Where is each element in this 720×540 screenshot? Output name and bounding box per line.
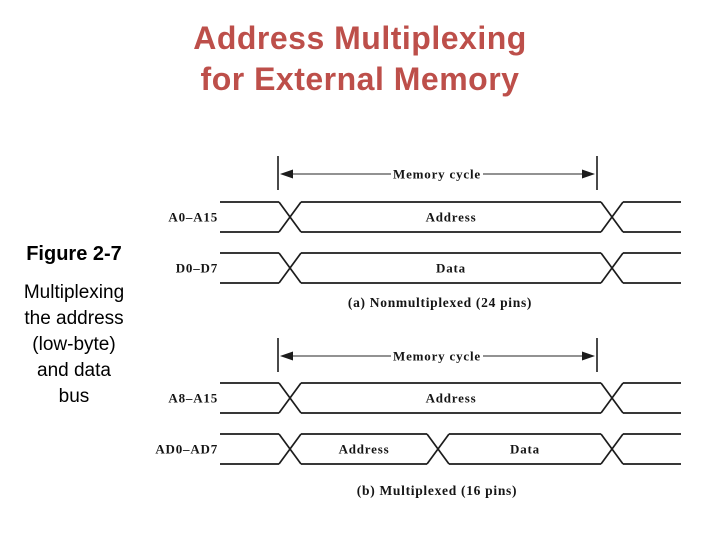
bus-crossover bbox=[600, 252, 624, 284]
bus-crossover bbox=[600, 433, 624, 465]
section-caption: (a) Nonmultiplexed (24 pins) bbox=[348, 295, 532, 310]
signal-label: AD0–AD7 bbox=[155, 442, 218, 457]
signal-label: D0–D7 bbox=[176, 261, 218, 276]
figure-block: Figure 2-7 Multiplexing the address (low… bbox=[6, 243, 142, 410]
bus-segment-label: Address bbox=[339, 442, 390, 457]
figure-caption: Multiplexing the address (low-byte) and … bbox=[23, 282, 125, 407]
memory-cycle-label: Memory cycle bbox=[393, 167, 481, 182]
bus-segment-label: Address bbox=[426, 391, 477, 406]
bus-crossover bbox=[600, 201, 624, 233]
arrowhead-right-icon bbox=[582, 169, 595, 179]
figure-label: Figure 2-7 bbox=[26, 243, 122, 265]
bus-crossover bbox=[278, 201, 302, 233]
bus-segment-label: Address bbox=[426, 210, 477, 225]
bus-segment-label: Data bbox=[436, 261, 466, 276]
bus-crossover bbox=[278, 433, 302, 465]
bus-crossover bbox=[278, 382, 302, 414]
arrowhead-left-icon bbox=[280, 351, 293, 361]
page-title: Address Multiplexing for External Memory bbox=[193, 20, 527, 97]
signal-label: A0–A15 bbox=[168, 210, 218, 225]
bus-crossover bbox=[426, 433, 450, 465]
bus-crossover bbox=[600, 382, 624, 414]
bus-segment-label: Data bbox=[510, 442, 540, 457]
bus-crossover bbox=[278, 252, 302, 284]
arrowhead-left-icon bbox=[280, 169, 293, 179]
arrowhead-right-icon bbox=[582, 351, 595, 361]
signal-label: A8–A15 bbox=[168, 391, 218, 406]
section-caption: (b) Multiplexed (16 pins) bbox=[357, 483, 517, 498]
memory-cycle-label: Memory cycle bbox=[393, 349, 481, 364]
